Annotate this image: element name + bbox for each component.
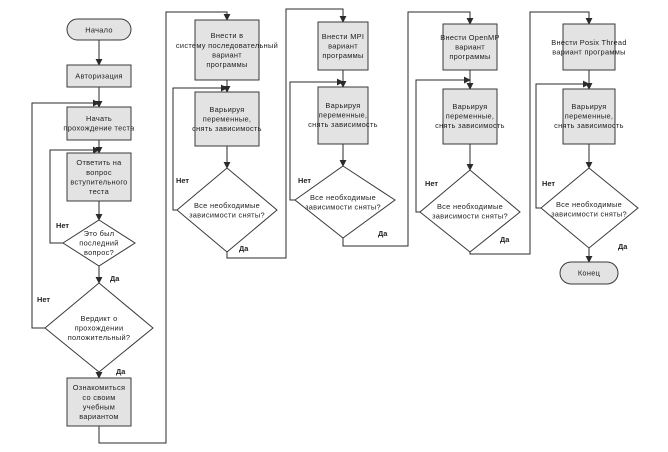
- last-question-decision: [62, 219, 136, 267]
- label-yes-lastq: Да: [110, 274, 120, 283]
- start-label: Начало: [85, 26, 113, 35]
- shapes: [44, 18, 639, 427]
- dep1-decision: [176, 167, 278, 253]
- verdict-decision: [44, 282, 154, 373]
- vary2-process: [317, 86, 369, 145]
- end-terminator: [559, 261, 619, 285]
- vary3-process: [442, 88, 498, 145]
- label-yes-dep1: Да: [239, 244, 249, 253]
- dep4-decision: [540, 167, 639, 249]
- auth-process: [66, 64, 132, 88]
- label-no-dep2: Нет: [298, 176, 311, 185]
- edge-learn-to-col2: [98, 11, 231, 444]
- label-no-dep3: Нет: [425, 179, 438, 188]
- label-no-lastq: Нет: [56, 221, 69, 230]
- edge-dep4-no-loop: [535, 80, 590, 209]
- label-yes-dep3: Да: [500, 235, 510, 244]
- vary4-process: [562, 88, 616, 145]
- edge-dep1-yes: [226, 8, 347, 259]
- answer-question-process: [66, 152, 132, 202]
- vary1-process: [194, 91, 260, 147]
- label-yes-dep4: Да: [618, 242, 628, 251]
- edge-dep3-yes: [469, 11, 593, 255]
- enter-sequential-process: [194, 19, 260, 81]
- dep3-decision: [419, 169, 521, 253]
- end-label: Конец: [578, 269, 601, 278]
- edges: [31, 8, 593, 444]
- label-no-dep4: Нет: [542, 179, 555, 188]
- edge-dep2-no-loop: [289, 78, 344, 201]
- start-terminator: [66, 18, 132, 41]
- edge-dep1-no-loop: [172, 84, 228, 211]
- learn-variant-process: [66, 377, 132, 427]
- auth-label: Авторизация: [75, 72, 123, 81]
- enter-mpi-process: [317, 21, 369, 71]
- edge-dep3-no-loop: [415, 76, 471, 213]
- edge-labels: Нет Да Нет Да Нет Да Нет Да Нет Да Нет Д…: [37, 176, 628, 376]
- edge-lastq-no-loop: [49, 146, 100, 244]
- enter-openmp-process: [442, 23, 498, 71]
- label-no-passed: Нет: [37, 295, 50, 304]
- begin-test-process: [66, 106, 132, 141]
- enter-posix-process: [562, 23, 616, 71]
- dep2-decision: [294, 165, 396, 239]
- edge-dep2-yes: [342, 11, 474, 247]
- label-no-dep1: Нет: [176, 176, 189, 185]
- label-yes-passed: Да: [116, 367, 126, 376]
- label-yes-dep2: Да: [378, 229, 388, 238]
